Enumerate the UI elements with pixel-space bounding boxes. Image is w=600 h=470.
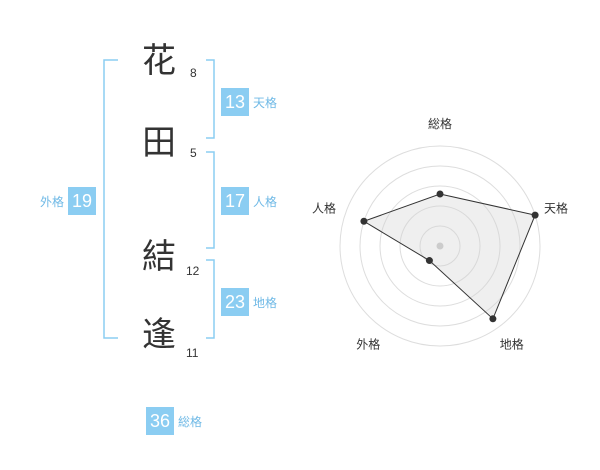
gaikaku: 外格 19 (40, 187, 97, 215)
stroke-count-4: 11 (186, 346, 199, 360)
name-char-2: 田 (142, 123, 176, 163)
radar-ring-2 (399, 205, 481, 287)
radar-axis-label-1: 天格 (544, 200, 568, 215)
radar-point-4 (360, 217, 368, 225)
tenkaku-value: 13 (221, 88, 249, 116)
radar-point-0 (436, 190, 444, 198)
chikaku-label: 地格 (253, 295, 278, 310)
radar-ring-5 (339, 145, 541, 347)
radar-axis-label-3: 外格 (356, 337, 380, 352)
stroke-count-3: 12 (186, 264, 200, 278)
name-char-1: 花 (142, 41, 176, 81)
radar-points (360, 190, 539, 323)
radar-point-3 (425, 257, 433, 265)
gaikaku-label: 外格 (40, 194, 65, 209)
chikaku: 23 地格 (221, 288, 277, 316)
gaikaku-bracket (103, 59, 118, 339)
name-char-3: 結 (142, 237, 176, 277)
tenkaku-label: 天格 (253, 95, 278, 110)
gaikaku-value: 19 (68, 187, 97, 215)
radar-point-1 (531, 211, 539, 219)
jinkaku: 17 人格 (221, 187, 277, 215)
stroke-count-1: 8 (190, 66, 197, 80)
radar-axis-label-0: 総格 (428, 116, 452, 131)
jinkaku-value: 17 (221, 187, 249, 215)
soukaku: 36 総格 (146, 407, 202, 435)
radar-axis-label-4: 人格 (312, 200, 336, 215)
soukaku-value: 36 (146, 407, 174, 435)
jinkaku-bracket (206, 151, 215, 249)
stroke-count-2: 5 (190, 146, 197, 160)
chikaku-value: 23 (221, 288, 249, 316)
radar-grid (339, 145, 541, 347)
radar-ring-1 (419, 225, 461, 267)
radar-center-dot (436, 242, 444, 250)
chikaku-bracket (206, 259, 215, 339)
jinkaku-label: 人格 (253, 194, 278, 209)
soukaku-label: 総格 (178, 414, 203, 429)
radar-polygon (362, 193, 536, 320)
radar-ring-4 (359, 165, 521, 327)
name-char-4: 逢 (142, 315, 176, 355)
tenkaku-bracket (206, 59, 215, 139)
radar-ring-3 (379, 185, 501, 307)
radar-axis-label-2: 地格 (500, 337, 524, 352)
tenkaku: 13 天格 (221, 88, 277, 116)
radar-point-2 (489, 315, 497, 323)
